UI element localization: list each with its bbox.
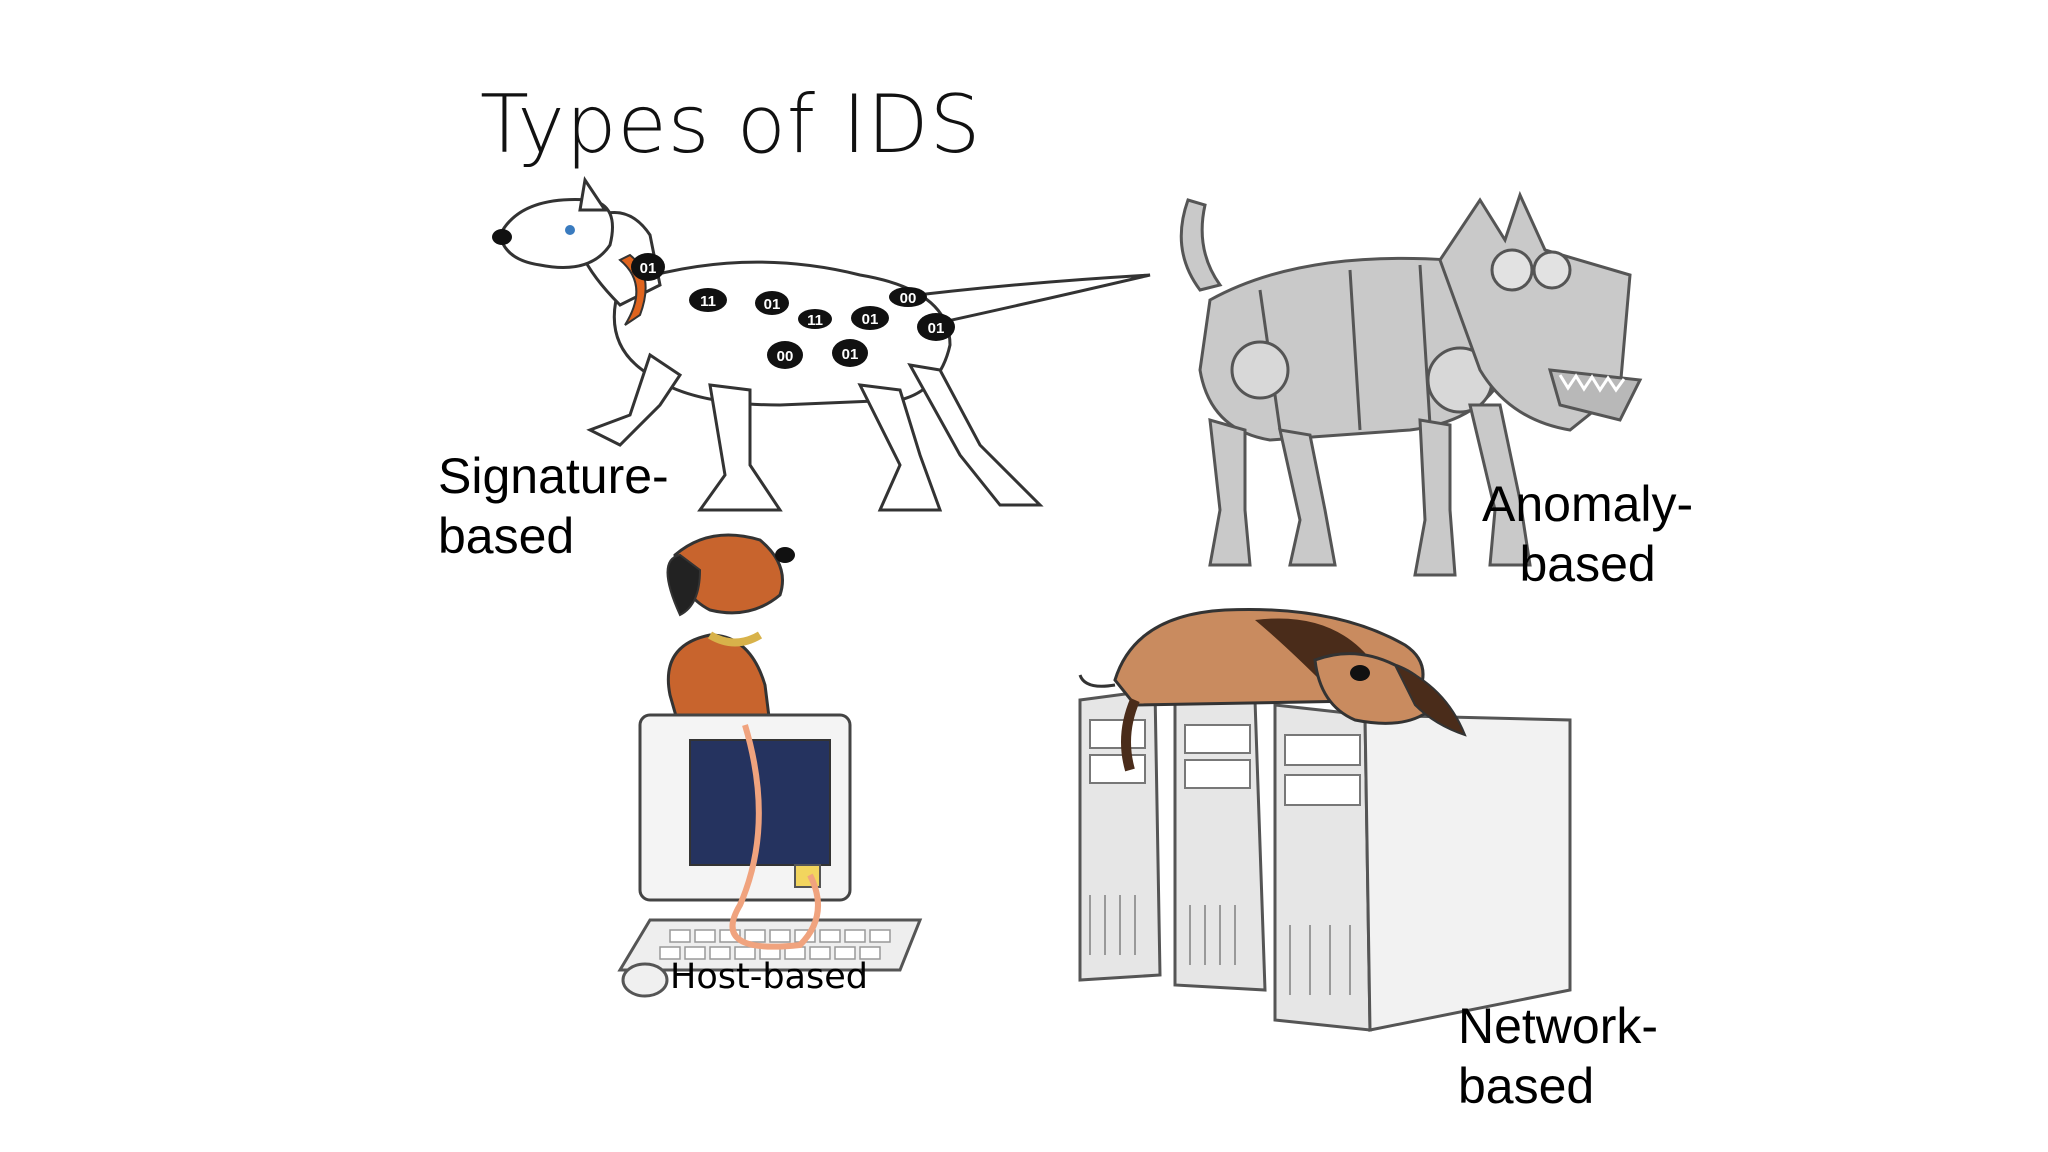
badge-text: 11 [807,312,823,329]
network-based-label-line2: based [1458,1058,1595,1114]
signature-dog-illustration: 01 11 01 11 01 00 01 00 01 [492,176,1151,512]
signature-based-label-line2: based [438,508,575,564]
badge-text: 01 [928,320,945,337]
signature-based-label: Signature- based [438,446,669,566]
anomaly-robot-dog-illustration [1179,190,1643,577]
badge-text: 01 [842,346,859,363]
network-dog-servers-illustration [1078,607,1572,1032]
badge-text: 00 [777,348,794,365]
network-based-label-line1: Network- [1458,998,1659,1054]
network-based-label: Network- based [1458,996,1658,1116]
badge-text: 01 [640,260,657,277]
signature-based-label-line1: Signature- [438,448,669,504]
anomaly-based-label-line1: Anomaly- [1482,476,1694,532]
host-based-label: Host-based [670,957,868,997]
anomaly-based-label-line2: based [1519,536,1656,592]
badge-text: 11 [700,293,716,310]
badge-text: 01 [764,296,781,313]
anomaly-based-label: Anomaly- based [1482,474,1693,594]
slide-title: Types of IDS [480,78,982,171]
badge-text: 01 [862,311,879,328]
badge-text: 00 [900,290,917,307]
host-dog-computer-illustration [617,533,923,998]
